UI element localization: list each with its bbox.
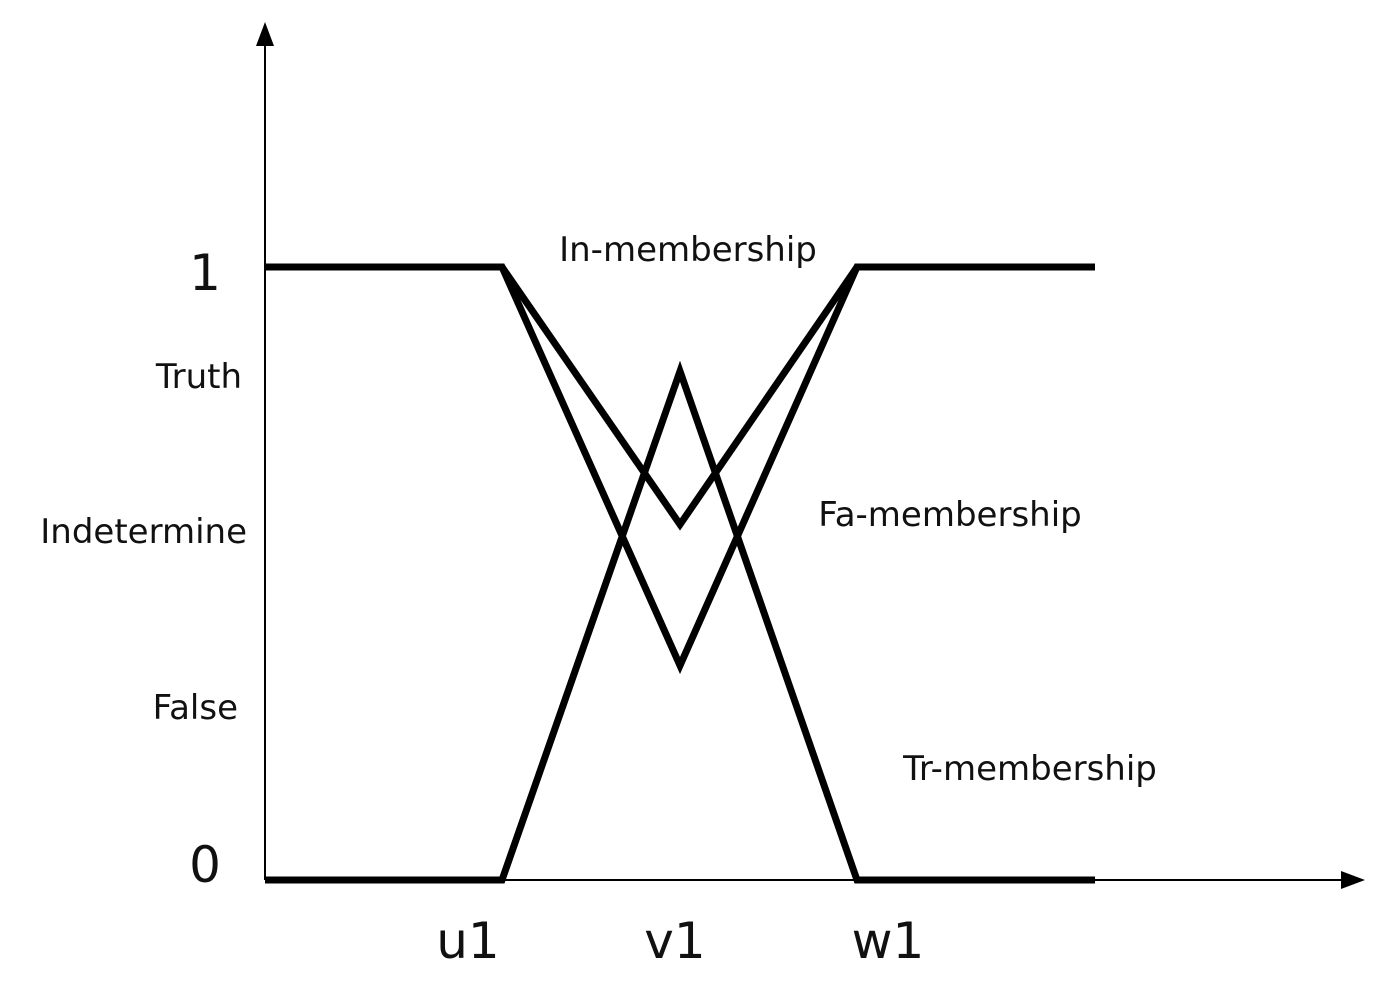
label-fa-membership: Fa-membership (818, 495, 1081, 535)
series-line-in-membership (265, 263, 1095, 531)
label-tr-membership: Tr-membership (902, 749, 1157, 789)
x-tick-v1: v1 (644, 912, 705, 970)
x-axis-arrow-icon (1341, 871, 1365, 889)
y-tick-one: 1 (189, 244, 221, 302)
series-line-tr-membership (265, 360, 1095, 884)
y-tick-truth: Truth (155, 357, 242, 397)
y-tick-indetermine: Indetermine (40, 512, 247, 552)
series-line-fa-membership (265, 263, 1095, 675)
label-in-membership: In-membership (559, 230, 817, 270)
membership-curves (265, 263, 1095, 884)
y-tick-zero: 0 (189, 836, 221, 894)
axes (256, 22, 1365, 889)
y-axis-arrow-icon (256, 22, 274, 46)
y-tick-false: False (153, 688, 238, 728)
x-tick-w1: w1 (852, 912, 925, 970)
x-tick-u1: u1 (436, 912, 500, 970)
